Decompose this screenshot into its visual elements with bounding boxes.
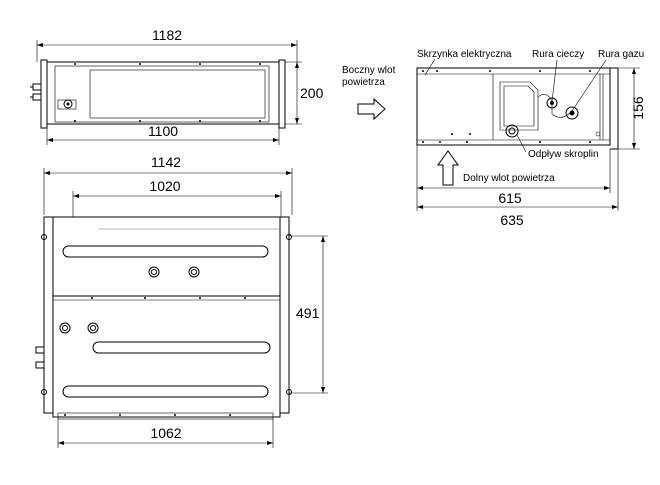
dim-491: 491 bbox=[296, 305, 320, 321]
front-slot-3 bbox=[62, 385, 269, 398]
label-condensate-drain: Odpływ skroplin bbox=[528, 149, 599, 160]
dim-1062: 1062 bbox=[150, 425, 181, 441]
gas-pipe-fitting bbox=[565, 106, 579, 120]
front-fittings-lower bbox=[59, 322, 99, 334]
front-slot-2 bbox=[92, 341, 271, 354]
label-bottom-air-inlet: Dolny wlot powietrza bbox=[463, 173, 555, 184]
front-body bbox=[52, 216, 281, 418]
label-electric-box: Skrzynka elektryczna bbox=[417, 49, 512, 60]
dim-635: 635 bbox=[500, 212, 524, 228]
liquid-pipe-fitting bbox=[546, 97, 558, 109]
label-liquid-pipe: Rura cieczy bbox=[532, 49, 584, 60]
dim-1100: 1100 bbox=[148, 123, 178, 139]
side-inlet-arrow-icon bbox=[357, 97, 386, 121]
label-side-air-inlet-1: Boczny wlot bbox=[342, 65, 396, 76]
dim-1182: 1182 bbox=[152, 27, 182, 43]
dim-615: 615 bbox=[498, 190, 522, 206]
label-gas-pipe: Rura gazu bbox=[598, 49, 644, 60]
top-view: 1182 200 bbox=[30, 27, 324, 145]
front-fittings-upper bbox=[148, 266, 200, 278]
top-flange-left bbox=[40, 59, 48, 129]
front-slot-1 bbox=[62, 245, 269, 258]
dim-200: 200 bbox=[300, 85, 324, 101]
top-body bbox=[46, 61, 280, 125]
front-flange-left bbox=[43, 216, 54, 414]
dim-1020: 1020 bbox=[149, 178, 180, 194]
side-view: Boczny wlot powietrza Skrzynka elektrycz… bbox=[342, 49, 646, 228]
bottom-inlet-arrow-icon bbox=[437, 150, 459, 186]
front-view: 1142 1020 bbox=[35, 154, 328, 448]
side-body bbox=[416, 67, 611, 146]
dim-156: 156 bbox=[630, 96, 646, 120]
dim-1142: 1142 bbox=[151, 154, 181, 170]
top-pipe-connections bbox=[30, 83, 77, 110]
top-flange-right bbox=[278, 59, 286, 129]
label-side-air-inlet-2: powietrza bbox=[342, 77, 385, 88]
condensate-drain-fitting bbox=[505, 124, 519, 138]
side-drain-pan bbox=[499, 81, 539, 131]
front-flange-right bbox=[279, 216, 290, 414]
